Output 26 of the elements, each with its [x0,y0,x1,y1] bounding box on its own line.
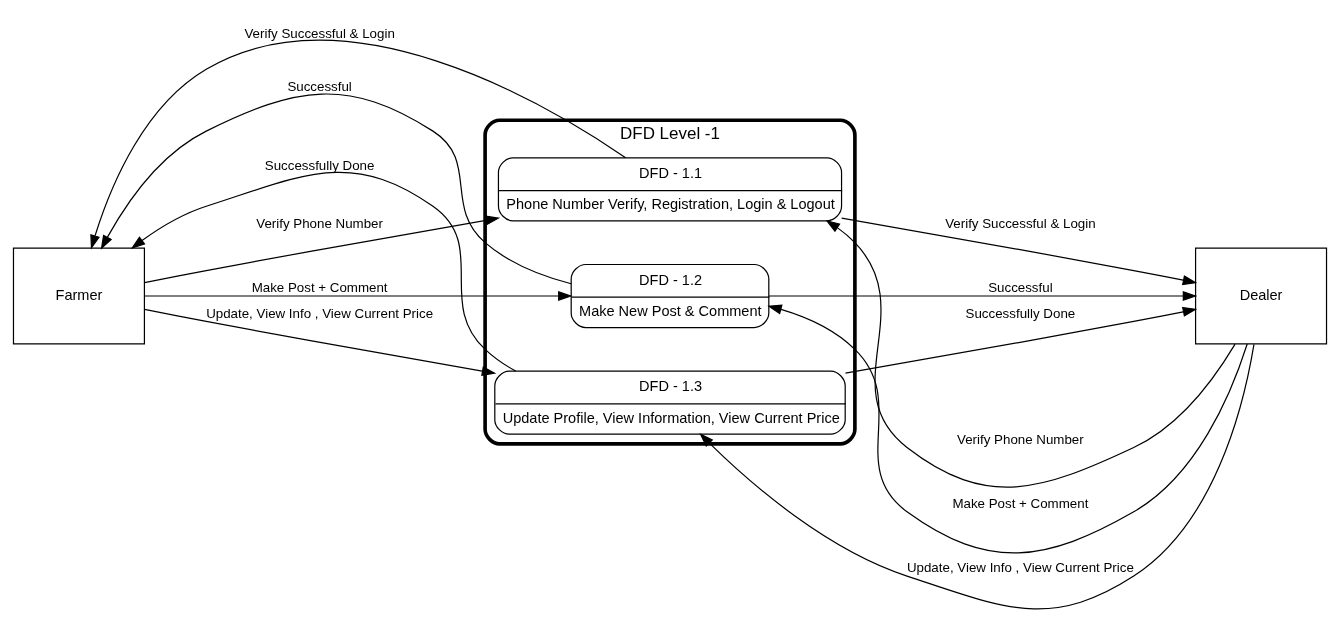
arrow [825,219,1236,487]
arrow [699,343,1255,609]
node-box: Dealer [1194,247,1328,344]
edge-label: Make Post + Comment [251,279,388,295]
edge-label: Update, View Info , View Current Price [906,559,1134,575]
edge-label: Update, View Info , View Current Price [206,305,434,321]
edge-label: Successful [988,279,1053,295]
arrow [130,171,517,372]
node-box: Farmer [12,247,146,344]
edge-label: Successfully Done [264,157,375,173]
arrow [844,306,1198,374]
arrow [841,217,1198,285]
arrow [143,308,497,376]
edge-label: Verify Phone Number [256,215,383,231]
edge-label: Make Post + Comment [952,495,1089,511]
edge-label: Verify Successful & Login [945,215,1096,231]
edge-label: Successful [287,78,352,94]
arrow [767,304,1248,553]
arrow [100,93,572,284]
arrow [768,290,1198,301]
edge-label: Verify Successful & Login [244,25,395,41]
arrow [90,39,627,249]
arrow [144,290,573,301]
arrow [143,214,501,283]
edge-label: Successfully Done [965,305,1076,321]
edge-label: Verify Phone Number [957,431,1084,447]
